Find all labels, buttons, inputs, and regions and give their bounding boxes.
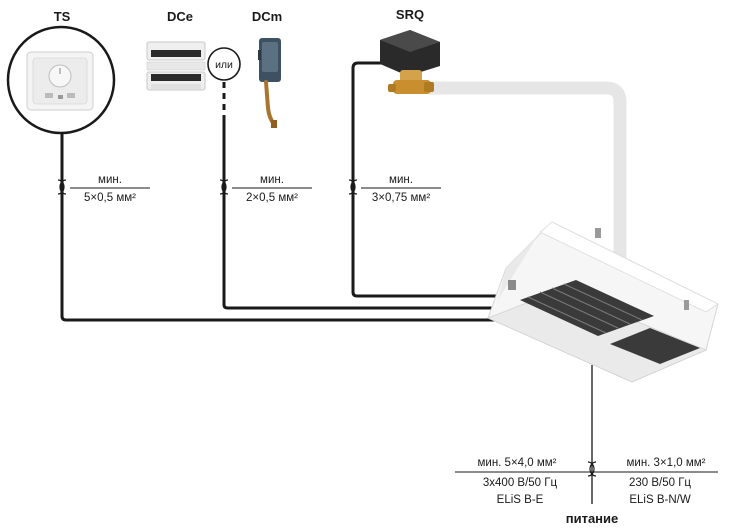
cable-ts-min: мин.: [98, 174, 122, 186]
power-right-line1: мин. 3×1,0 мм²: [626, 457, 705, 469]
cable-ts-spec: 5×0,5 мм²: [84, 192, 136, 204]
cable-dc-min: мин.: [260, 174, 284, 186]
srq-valve: [380, 30, 440, 94]
cable-marker-ts: [57, 179, 150, 195]
power-left-line1: мин. 5×4,0 мм²: [477, 457, 556, 469]
label-dce: DCe: [167, 9, 193, 24]
power-left-line2: 3x400 В/50 Гц: [483, 477, 558, 489]
or-badge: [207, 47, 241, 81]
dcm-switch: [258, 38, 281, 128]
dce-unit: [146, 41, 206, 91]
ts-thermostat: [6, 25, 116, 135]
label-srq: SRQ: [396, 7, 424, 22]
cable-dc: [222, 120, 505, 310]
cable-srq: [351, 61, 508, 298]
label-or: или: [215, 59, 233, 71]
cable-marker-srq: [348, 179, 441, 195]
label-ts: TS: [54, 9, 71, 24]
cable-dc-spec: 2×0,5 мм²: [246, 192, 298, 204]
power-right-line2: 230 В/50 Гц: [629, 477, 691, 489]
water-pipe: [423, 81, 627, 269]
cable-srq-min: мин.: [389, 174, 413, 186]
power-right-line3: ELiS B-N/W: [629, 494, 690, 506]
label-dcm: DCm: [252, 9, 282, 24]
air-curtain: [486, 221, 719, 383]
cable-marker-dc: [219, 179, 312, 195]
cable-srq-spec: 3×0,75 мм²: [372, 192, 431, 204]
power-caption: питание: [566, 511, 619, 526]
cable-ts: [60, 112, 505, 322]
cable-marker-power: [455, 461, 718, 477]
power-left-line3: ELiS B-E: [497, 494, 544, 506]
